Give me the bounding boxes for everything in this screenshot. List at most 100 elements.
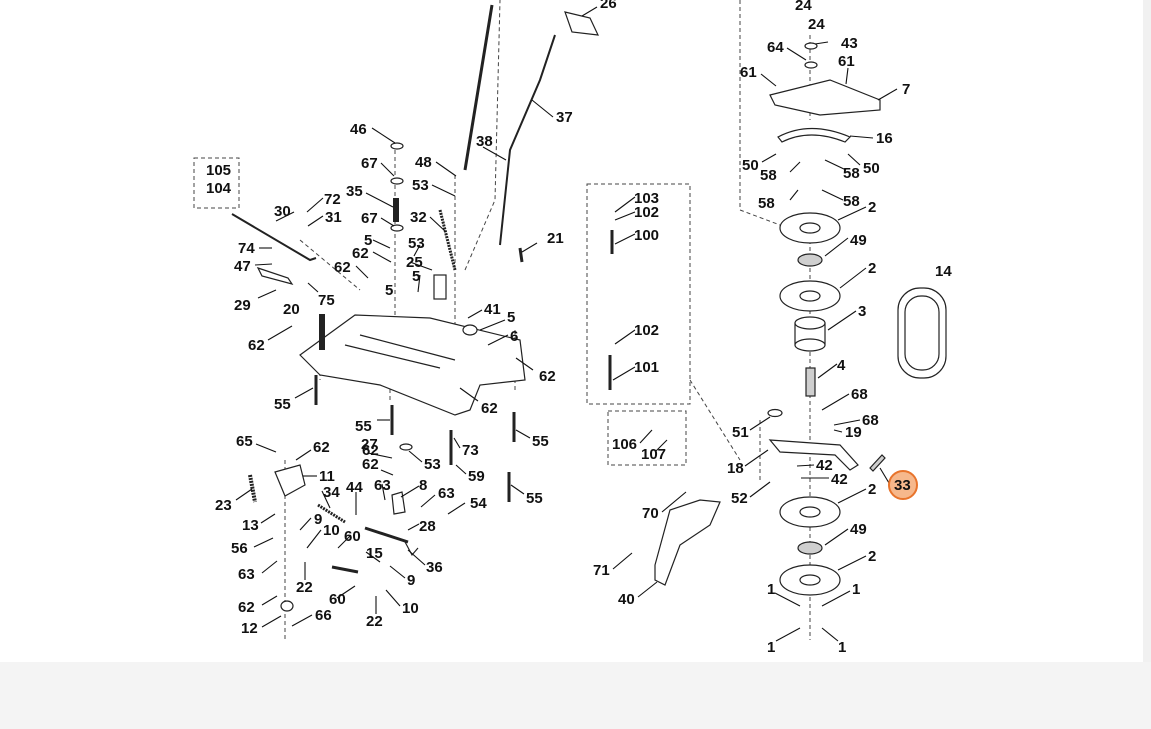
callout[interactable]: 73 — [462, 442, 479, 459]
callout[interactable]: 66 — [315, 607, 332, 624]
callout[interactable]: 1 — [838, 639, 846, 656]
callout[interactable]: 102 — [634, 204, 659, 221]
callout[interactable]: 9 — [407, 572, 415, 589]
callout[interactable]: 30 — [274, 203, 291, 220]
callout[interactable]: 53 — [408, 235, 425, 252]
callout[interactable]: 58 — [843, 165, 860, 182]
callout[interactable]: 101 — [634, 359, 659, 376]
callout[interactable]: 36 — [426, 559, 443, 576]
callout[interactable]: 71 — [593, 562, 610, 579]
callout[interactable]: 3 — [858, 303, 866, 320]
callout[interactable]: 106 — [612, 436, 637, 453]
callout[interactable]: 102 — [634, 322, 659, 339]
callout[interactable]: 51 — [732, 424, 749, 441]
callout[interactable]: 13 — [242, 517, 259, 534]
callout[interactable]: 38 — [476, 133, 493, 150]
callout[interactable]: 24 — [795, 0, 812, 14]
callout[interactable]: 1 — [767, 639, 775, 656]
callout[interactable]: 2 — [868, 548, 876, 565]
callout[interactable]: 43 — [841, 35, 858, 52]
callout[interactable]: 67 — [361, 155, 378, 172]
callout[interactable]: 1 — [852, 581, 860, 598]
callout[interactable]: 28 — [419, 518, 436, 535]
callout[interactable]: 35 — [346, 183, 363, 200]
callout[interactable]: 50 — [742, 157, 759, 174]
callout[interactable]: 22 — [296, 579, 313, 596]
callout[interactable]: 2 — [868, 260, 876, 277]
callout[interactable]: 62 — [362, 456, 379, 473]
callout[interactable]: 68 — [851, 386, 868, 403]
callout[interactable]: 53 — [412, 177, 429, 194]
callout[interactable]: 50 — [863, 160, 880, 177]
callout[interactable]: 42 — [831, 471, 848, 488]
callout[interactable]: 54 — [470, 495, 487, 512]
callout[interactable]: 48 — [415, 154, 432, 171]
callout[interactable]: 103 — [634, 190, 659, 207]
callout[interactable]: 22 — [366, 613, 383, 630]
callout[interactable]: 56 — [231, 540, 248, 557]
callout[interactable]: 59 — [468, 468, 485, 485]
callout[interactable]: 55 — [532, 433, 549, 450]
callout[interactable]: 68 — [862, 412, 879, 429]
callout[interactable]: 107 — [641, 446, 666, 463]
callout[interactable]: 72 — [324, 191, 341, 208]
callout[interactable]: 62 — [481, 400, 498, 417]
callout[interactable]: 25 — [406, 254, 423, 271]
callout[interactable]: 44 — [346, 479, 363, 496]
callout[interactable]: 49 — [850, 521, 867, 538]
callout[interactable]: 104 — [206, 180, 232, 197]
callout[interactable]: 58 — [758, 195, 775, 212]
callout[interactable]: 31 — [325, 209, 342, 226]
callout[interactable]: 61 — [838, 53, 855, 70]
callout[interactable]: 62 — [248, 337, 265, 354]
callout[interactable]: 58 — [760, 167, 777, 184]
callout[interactable]: 55 — [355, 418, 372, 435]
callout[interactable]: 65 — [236, 433, 253, 450]
callout[interactable]: 24 — [808, 16, 825, 33]
callout[interactable]: 5 — [364, 232, 372, 249]
callout[interactable]: 74 — [238, 240, 255, 257]
callout[interactable]: 34 — [323, 484, 340, 501]
callout[interactable]: 62 — [313, 439, 330, 456]
callout[interactable]: 5 — [507, 309, 515, 326]
callout[interactable]: 10 — [402, 600, 419, 617]
callout[interactable]: 100 — [634, 227, 659, 244]
callout[interactable]: 55 — [274, 396, 291, 413]
callout[interactable]: 11 — [319, 468, 335, 485]
callout[interactable]: 62 — [539, 368, 556, 385]
callout[interactable]: 64 — [767, 39, 784, 56]
callout[interactable]: 21 — [547, 230, 564, 247]
callout[interactable]: 18 — [727, 460, 744, 477]
callout[interactable]: 6 — [510, 328, 518, 345]
callout[interactable]: 63 — [438, 485, 455, 502]
callout[interactable]: 12 — [241, 620, 258, 637]
callout[interactable]: 4 — [837, 357, 846, 374]
callout[interactable]: 70 — [642, 505, 659, 522]
callout[interactable]: 49 — [850, 232, 867, 249]
callout[interactable]: 29 — [234, 297, 251, 314]
callout[interactable]: 55 — [526, 490, 543, 507]
callout[interactable]: 5 — [412, 268, 420, 285]
callout[interactable]: 62 — [238, 599, 255, 616]
callout[interactable]: 75 — [318, 292, 335, 309]
callout[interactable]: 58 — [843, 193, 860, 210]
callout[interactable]: 5 — [385, 282, 393, 299]
callout[interactable]: 63 — [374, 477, 391, 494]
callout[interactable]: 15 — [366, 545, 383, 562]
callout[interactable]: 19 — [845, 424, 862, 441]
callout[interactable]: 37 — [556, 109, 573, 126]
callout[interactable]: 32 — [410, 209, 427, 226]
callout[interactable]: 105 — [206, 162, 231, 179]
callout[interactable]: 23 — [215, 497, 232, 514]
callout[interactable]: 10 — [323, 522, 340, 539]
callout[interactable]: 67 — [361, 210, 378, 227]
callout[interactable]: 9 — [314, 511, 322, 528]
callout[interactable]: 46 — [350, 121, 367, 138]
callout[interactable]: 41 — [484, 301, 501, 318]
callout[interactable]: 16 — [876, 130, 893, 147]
callout[interactable]: 2 — [868, 481, 876, 498]
callout[interactable]: 26 — [600, 0, 617, 12]
callout[interactable]: 52 — [731, 490, 748, 507]
callout[interactable]: 27 — [361, 436, 378, 453]
callout[interactable]: 60 — [344, 528, 361, 545]
